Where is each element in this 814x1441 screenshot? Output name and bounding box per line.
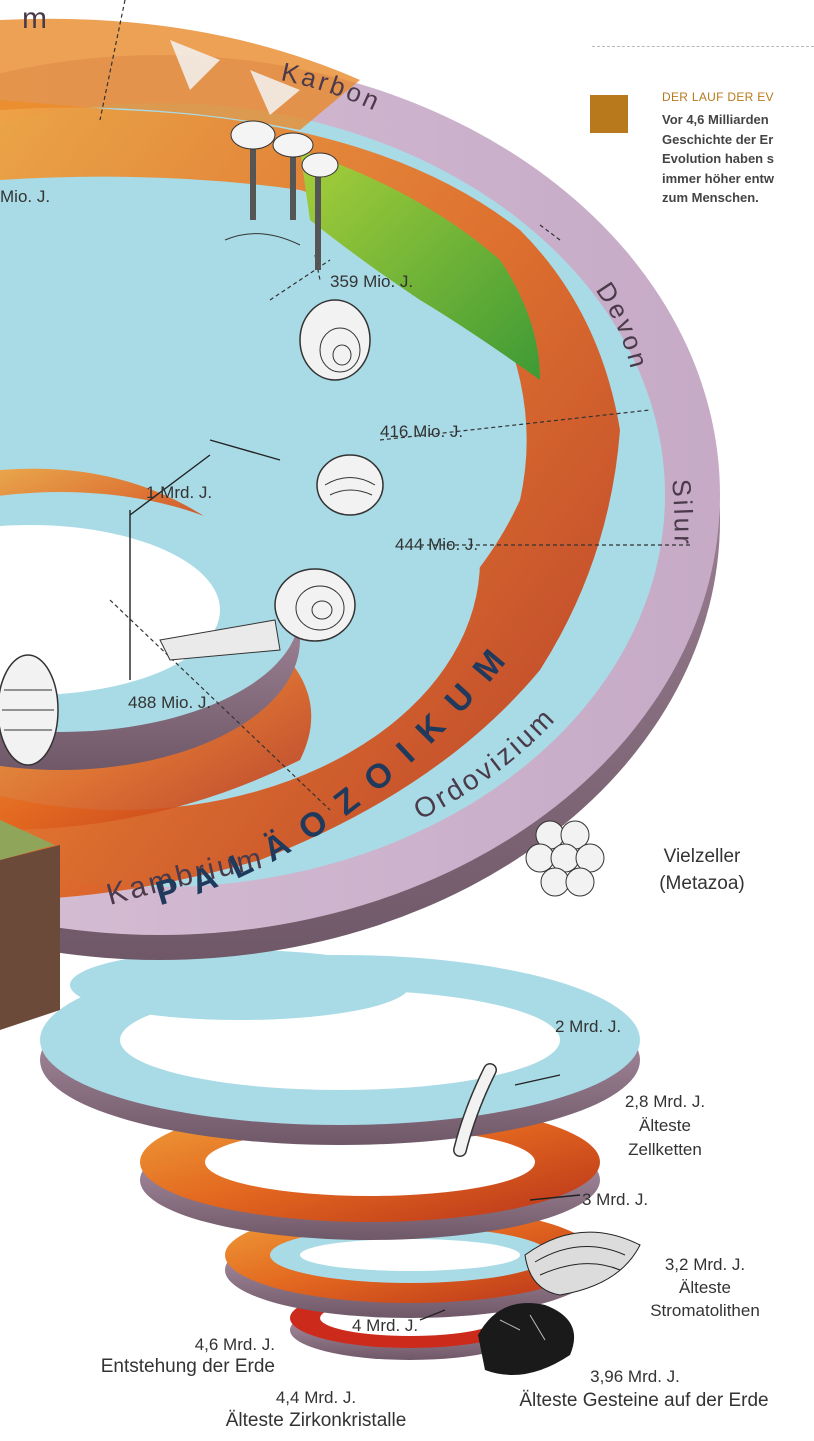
age-4mrd: 4 Mrd. J.: [352, 1316, 418, 1335]
erde-age: 4,6 Mrd. J.: [195, 1335, 275, 1354]
spiral-upper-disk: [0, 19, 720, 1030]
zellketten-line1: Älteste: [639, 1116, 691, 1135]
zellketten-age: 2,8 Mrd. J.: [625, 1092, 705, 1111]
sidebar-line: zum Menschen.: [662, 188, 814, 208]
stromatolithen-line2: Stromatolithen: [650, 1301, 760, 1320]
metazoa-colony-icon: [526, 821, 604, 896]
zellketten-line2: Zellketten: [628, 1140, 702, 1159]
vielzeller-line1: Vielzeller: [664, 846, 741, 867]
zirkon-line1: Älteste Zirkonkristalle: [226, 1410, 407, 1431]
age-3mrd: 3 Mrd. J.: [582, 1190, 648, 1209]
age-mio-fragment: Mio. J.: [0, 187, 50, 206]
brachiopod-icon: [317, 455, 383, 515]
period-perm-fragment: m: [22, 2, 50, 35]
sidebar-dashed-rule: [592, 46, 814, 47]
gesteine-age: 3,96 Mrd. J.: [590, 1367, 680, 1386]
spiral-lower-coils: [40, 950, 640, 1360]
sidebar-heading: DER LAUF DER EV: [662, 90, 814, 104]
sidebar-accent-square: [590, 95, 628, 133]
zirkon-age: 4,4 Mrd. J.: [276, 1388, 356, 1407]
vielzeller-line2: (Metazoa): [659, 873, 745, 894]
age-416: 416 Mio. J.: [380, 422, 463, 441]
sidebar-body: Vor 4,6 Milliarden Geschichte der Er Evo…: [662, 110, 814, 208]
trilobite-icon: [0, 655, 58, 765]
sidebar-line: Evolution haben s: [662, 149, 814, 169]
age-359: 359 Mio. J.: [330, 272, 413, 291]
sidebar-line: Geschichte der Er: [662, 130, 814, 150]
age-488: 488 Mio. J.: [128, 693, 211, 712]
age-444: 444 Mio. J.: [395, 535, 478, 554]
erde-line1: Entstehung der Erde: [101, 1356, 275, 1377]
period-silur: Silur: [666, 478, 699, 547]
age-1mrd: 1 Mrd. J.: [146, 483, 212, 502]
sidebar-line: Vor 4,6 Milliarden: [662, 110, 814, 130]
sidebar-line: immer höher entw: [662, 169, 814, 189]
stromatolithen-age: 3,2 Mrd. J.: [665, 1255, 745, 1274]
stromatolithen-line1: Älteste: [679, 1278, 731, 1297]
ammonite-icon: [300, 300, 370, 380]
gesteine-line1: Älteste Gesteine auf der Erde: [519, 1390, 768, 1411]
age-2mrd: 2 Mrd. J.: [555, 1017, 621, 1036]
